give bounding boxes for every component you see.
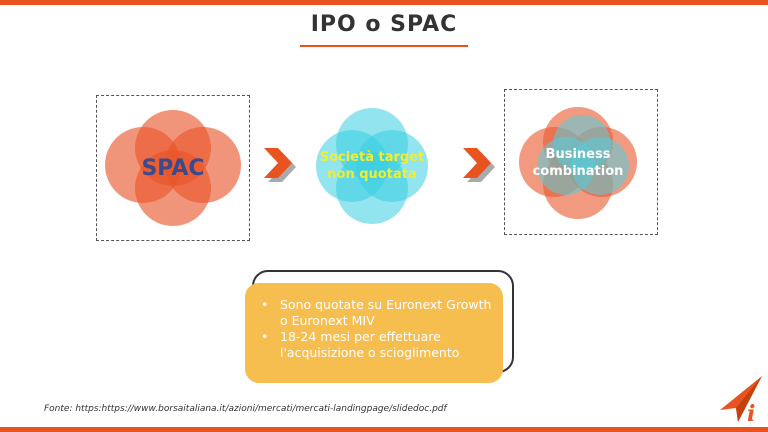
notes-list: Sono quotate su Euronext Growth o Eurone… <box>258 297 498 361</box>
target-company-label: Società target non quotata <box>319 150 425 182</box>
spac-circles <box>98 103 248 233</box>
chevron-right-icon <box>463 148 495 182</box>
svg-text:i: i <box>747 401 755 426</box>
spac-label: SPAC <box>141 155 205 181</box>
top-accent-bar <box>0 0 768 5</box>
bottom-accent-bar <box>0 427 768 432</box>
target-circles <box>312 104 432 228</box>
business-combination-frame <box>504 89 658 235</box>
note-item: Sono quotate su Euronext Growth o Eurone… <box>258 297 498 329</box>
slide-title: IPO o SPAC <box>310 12 458 37</box>
brand-logo-icon: i <box>720 376 762 426</box>
spac-frame <box>96 95 250 241</box>
business-combination-circles <box>513 103 643 223</box>
source-citation: Fonte: https:https://www.borsaitaliana.i… <box>44 404 447 414</box>
title-underline <box>300 45 468 47</box>
chevron-right-icon <box>264 148 296 182</box>
business-combination-label: Business combination <box>532 147 624 179</box>
note-item: 18-24 mesi per effettuare l'acquisizione… <box>258 329 498 361</box>
